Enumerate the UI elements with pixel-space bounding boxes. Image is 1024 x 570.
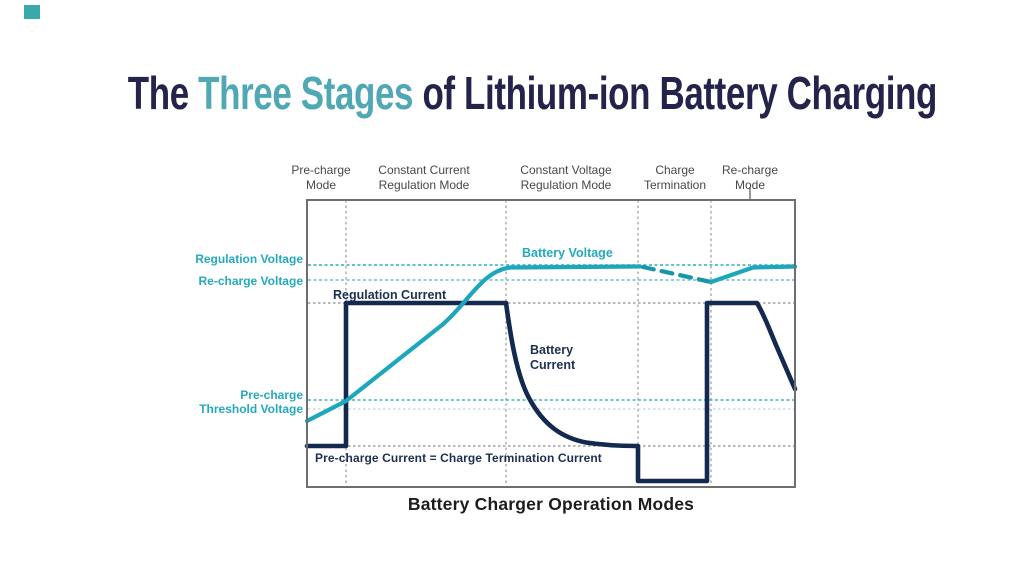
battery-voltage-recharge-curve xyxy=(708,264,798,285)
recharge-voltage-label: Re-charge Voltage xyxy=(198,274,303,288)
zone-label-constant-voltage: Constant Voltage Regulation Mode xyxy=(520,163,612,192)
precharge-current-label: Pre-charge Current = Charge Termination … xyxy=(315,451,602,465)
battery-current-curve xyxy=(304,300,798,484)
title-suffix: of Lithium-ion Battery Charging xyxy=(413,67,937,119)
zone-label-constant-current: Constant Current Regulation Mode xyxy=(378,163,470,192)
chart-caption: Battery Charger Operation Modes xyxy=(407,494,695,514)
precharge-threshold-label: Pre-charge Threshold Voltage xyxy=(199,388,303,416)
battery-voltage-curve xyxy=(304,264,643,424)
zone-label-charge-termination: Charge Termination xyxy=(643,163,707,192)
zone-label-recharge: Re-charge Mode xyxy=(721,163,779,192)
page-title: The Three Stages of Lithium-ion Battery … xyxy=(0,66,1024,120)
title-highlight: Three Stages xyxy=(198,67,414,119)
regulation-current-label: Regulation Current xyxy=(333,288,447,302)
battery-voltage-decay-dashed xyxy=(640,264,714,285)
title-prefix: The xyxy=(127,67,199,119)
battery-voltage-label: Battery Voltage xyxy=(522,246,613,260)
regulation-voltage-label: Regulation Voltage xyxy=(195,252,303,266)
chart-frame xyxy=(306,199,796,488)
battery-current-label: Battery Current xyxy=(530,343,576,372)
zone-divider-lines xyxy=(345,200,712,487)
zone-label-precharge: Pre-charge Mode xyxy=(291,163,351,192)
accent-square xyxy=(24,5,40,19)
